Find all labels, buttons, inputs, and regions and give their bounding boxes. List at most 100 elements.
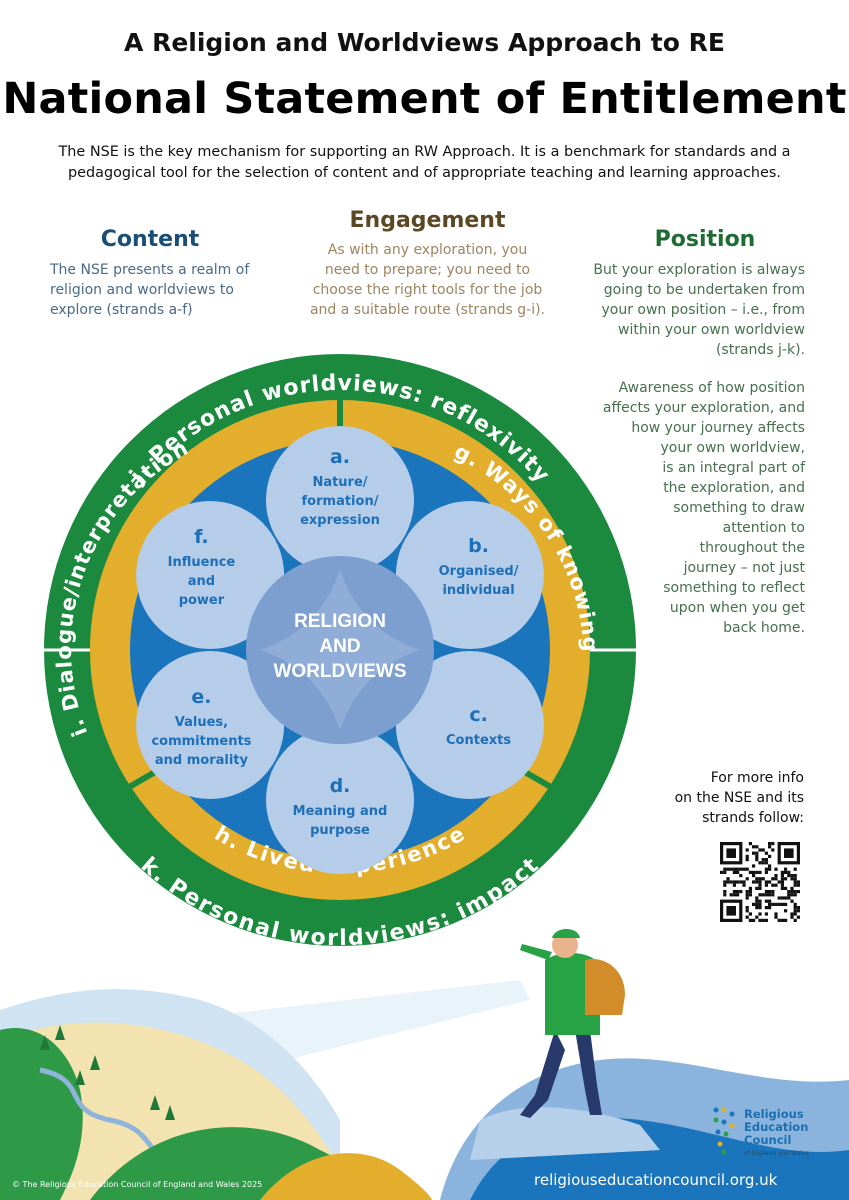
qr-module [774, 915, 778, 919]
qr-module [739, 890, 743, 894]
qr-code-icon[interactable] [720, 842, 800, 922]
more-info-line: For more info [710, 770, 804, 786]
qr-module [768, 880, 772, 884]
petal-letter: a. [330, 446, 350, 468]
qr-module [755, 877, 759, 881]
qr-module [755, 854, 759, 858]
rec-logo: Religious Education Council of England a… [710, 1100, 820, 1162]
qr-module [777, 880, 781, 884]
qr-module [777, 902, 781, 906]
logo-mark-icon [713, 1107, 735, 1155]
qr-module [796, 880, 800, 884]
qr-module [768, 899, 772, 903]
qr-module [745, 909, 749, 913]
petal-label: and [188, 574, 215, 589]
qr-module [764, 906, 768, 910]
qr-module [739, 867, 743, 871]
qr-module [790, 915, 794, 919]
qr-finder [726, 848, 736, 858]
qr-module [774, 902, 778, 906]
position-line: throughout the [699, 540, 805, 556]
qr-module [780, 896, 784, 900]
content-heading: Content [100, 227, 200, 252]
qr-module [790, 886, 794, 890]
position-line: something to reflect [663, 580, 805, 596]
qr-module [790, 893, 794, 897]
engagement-line: As with any exploration, you [327, 242, 528, 258]
header-subtitle: A Religion and Worldviews Approach to RE [124, 28, 725, 57]
qr-module [758, 899, 762, 903]
hill-green-left [0, 1028, 83, 1200]
logo-line: Education [744, 1120, 809, 1134]
qr-module [793, 902, 797, 906]
position-line: upon when you get [669, 600, 805, 616]
qr-module [742, 880, 746, 884]
qr-module [761, 861, 765, 865]
qr-module [748, 912, 752, 916]
position-line: is an integral part of [662, 460, 805, 476]
hiker-landscape-illustration [0, 929, 849, 1200]
qr-module [755, 858, 759, 862]
qr-module [755, 906, 759, 910]
rock-ledge [470, 1107, 660, 1160]
qr-module [784, 877, 788, 881]
qr-module [736, 893, 740, 897]
position-line: But your exploration is always [593, 262, 805, 278]
center-line-3: WORLDVIEWS [274, 661, 407, 682]
qr-module [790, 877, 794, 881]
qr-module [790, 874, 794, 878]
qr-module [758, 861, 762, 865]
qr-module [777, 896, 781, 900]
petal-letter: c. [469, 704, 487, 726]
qr-module [736, 870, 740, 874]
qr-module [755, 896, 759, 900]
petal-letter: f. [194, 526, 208, 548]
qr-module [732, 883, 736, 887]
qr-module [742, 883, 746, 887]
qr-module [752, 845, 756, 849]
qr-module [780, 877, 784, 881]
website-link[interactable]: religiouseducationcouncil.org.uk [534, 1171, 778, 1189]
qr-module [745, 877, 749, 881]
qr-module [771, 890, 775, 894]
qr-module [723, 870, 727, 874]
qr-module [755, 851, 759, 855]
qr-module [784, 909, 788, 913]
petal-label: Nature/ [312, 475, 367, 490]
nse-wheel-diagram: j. Personal worldviews: reflexivity k. P… [30, 354, 650, 951]
qr-module [764, 899, 768, 903]
qr-module [796, 909, 800, 913]
qr-module [764, 870, 768, 874]
qr-module [790, 890, 794, 894]
qr-module [732, 880, 736, 884]
qr-module [768, 893, 772, 897]
qr-module [758, 886, 762, 890]
qr-module [768, 854, 772, 858]
petal-letter: e. [191, 686, 211, 708]
qr-module [777, 918, 781, 922]
qr-module [774, 874, 778, 878]
qr-module [729, 867, 733, 871]
qr-module [793, 893, 797, 897]
qr-module [745, 858, 749, 862]
qr-module [764, 890, 768, 894]
qr-module [736, 890, 740, 894]
qr-module [774, 912, 778, 916]
qr-module [796, 906, 800, 910]
qr-module [752, 918, 756, 922]
qr-module [764, 883, 768, 887]
qr-module [752, 874, 756, 878]
petal-group: a.Nature/formation/expressionb.Organised… [136, 426, 544, 874]
qr-module [787, 893, 791, 897]
qr-module [793, 890, 797, 894]
position-line: how your journey affects [631, 420, 805, 436]
qr-module [723, 867, 727, 871]
petal-label: purpose [310, 823, 370, 838]
qr-module [748, 893, 752, 897]
qr-module [768, 842, 772, 846]
qr-module [780, 880, 784, 884]
qr-module [780, 874, 784, 878]
hiker-figure [520, 929, 625, 1118]
petal-label: Values, [175, 715, 228, 730]
qr-module [755, 915, 759, 919]
